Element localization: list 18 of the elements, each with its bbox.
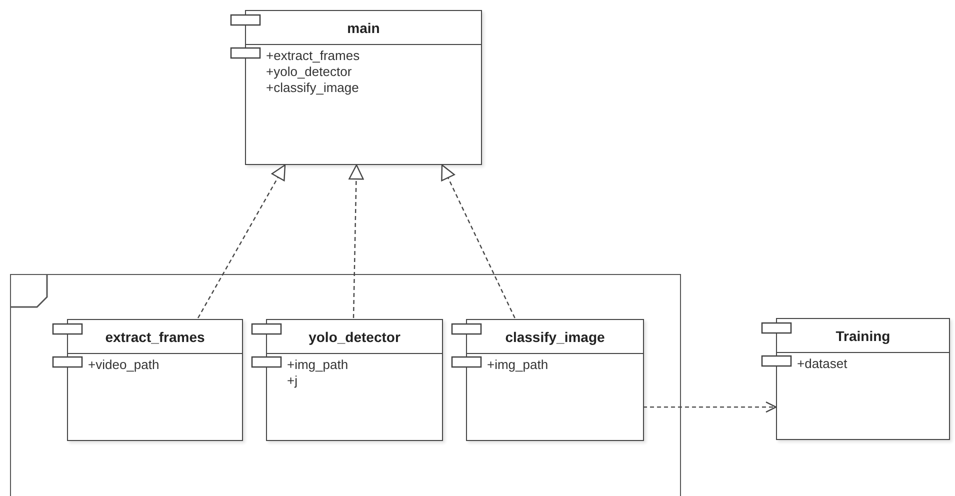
attribute-text: +video_path — [88, 357, 160, 373]
component-name: classify_image — [505, 328, 605, 344]
dependency-arrow — [643, 401, 777, 413]
package-frame — [10, 274, 681, 496]
attribute-text: +classify_image — [266, 80, 359, 96]
attribute-text: +dataset — [797, 356, 848, 372]
dependency-arrow — [197, 164, 286, 318]
dependency-arrow — [348, 164, 364, 318]
attribute-text: +j — [287, 373, 298, 389]
dependency-arrow — [441, 164, 516, 318]
component-name: yolo_detector — [308, 328, 400, 344]
component-name: extract_frames — [105, 328, 205, 344]
component-name: main — [347, 20, 380, 36]
attribute-text: +extract_frames — [266, 48, 360, 64]
attribute-text: +yolo_detector — [266, 64, 352, 80]
attribute-text: +img_path — [287, 357, 348, 373]
attribute-text: +img_path — [487, 357, 548, 373]
component-name: Training — [836, 328, 890, 344]
